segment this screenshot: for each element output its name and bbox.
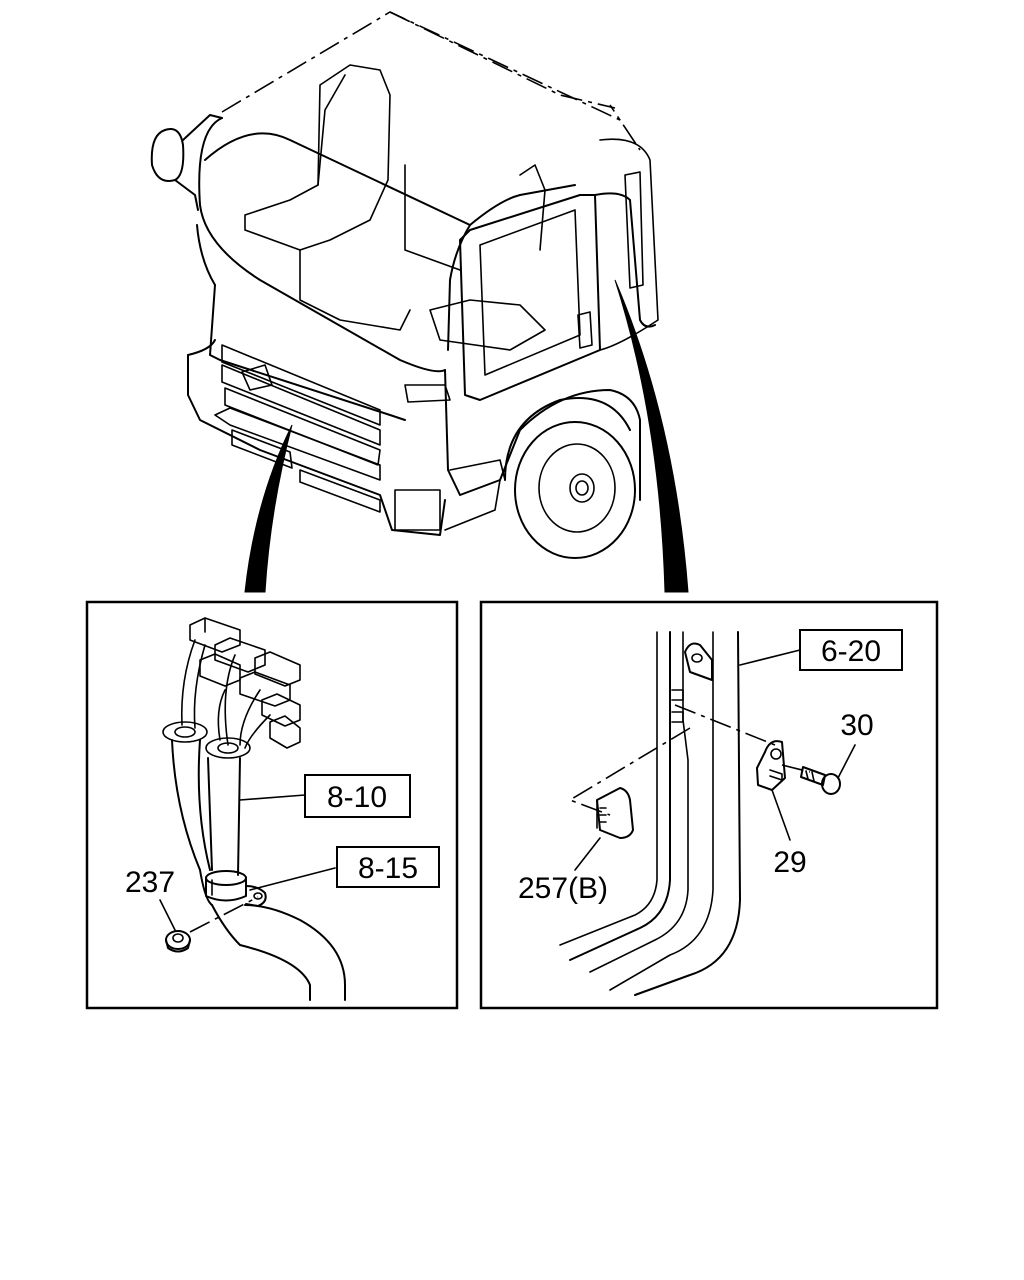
ref-label-6-20: 6-20 — [821, 635, 881, 668]
leader-257b — [574, 837, 601, 871]
part-label-30: 30 — [840, 709, 873, 742]
leader-6-20 — [739, 649, 801, 666]
part-label-257b: 257(B) — [518, 872, 608, 905]
leader-237 — [159, 899, 176, 931]
assembly-line-bracket — [674, 704, 776, 746]
leader-8-15 — [249, 867, 336, 891]
left-detail-panel: 8-10 8-15 237 — [85, 600, 459, 1010]
ref-box-8-15: 8-15 — [336, 846, 440, 888]
leader-29 — [771, 789, 791, 841]
ref-box-8-10: 8-10 — [304, 774, 411, 818]
right-panel-frame — [479, 600, 939, 1010]
bracket-29-icon — [756, 740, 786, 791]
truck-cab-illustration — [150, 11, 689, 593]
leader-8-10 — [239, 794, 306, 801]
connector-bundle — [162, 617, 301, 759]
pad-257b-icon — [596, 787, 634, 839]
harness-tube — [171, 739, 346, 1001]
ref-box-6-20: 6-20 — [799, 629, 903, 671]
right-detail-panel: 6-20 30 29 257(B) — [479, 600, 939, 1010]
assembly-line-bolt — [781, 764, 811, 773]
door-frame — [559, 631, 741, 996]
nut-237-icon — [165, 930, 191, 953]
bolt-30-icon — [800, 766, 841, 795]
ref-label-8-15: 8-15 — [358, 852, 418, 885]
left-panel-frame — [85, 600, 459, 1010]
ref-label-8-10: 8-10 — [327, 781, 387, 814]
part-label-237: 237 — [125, 866, 175, 899]
nut-center-line — [189, 896, 259, 933]
part-label-29: 29 — [773, 846, 806, 879]
leader-30 — [837, 744, 856, 779]
